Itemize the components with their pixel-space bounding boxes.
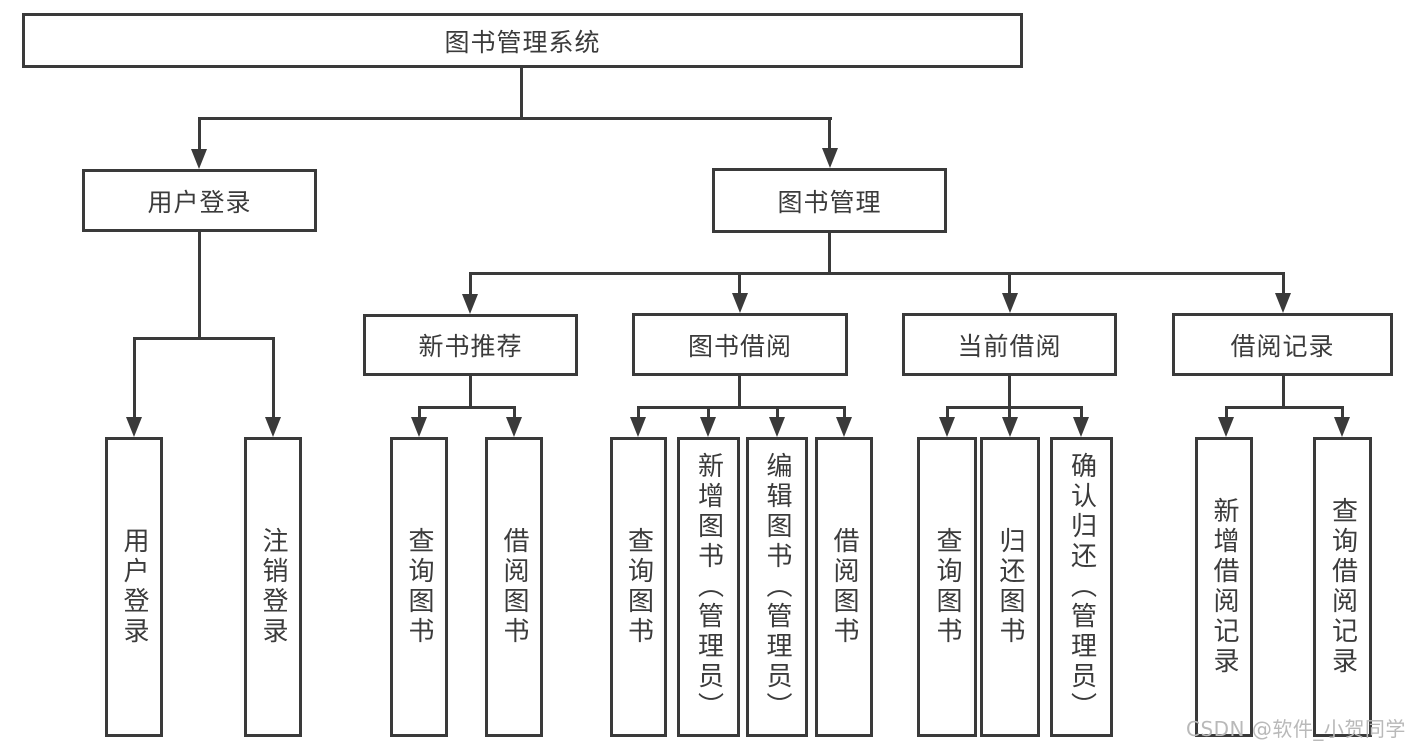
connector-borrow-record-rail — [1225, 406, 1344, 409]
connector-drop-current-borrow — [1008, 272, 1011, 297]
arrowhead-bb-add — [700, 417, 716, 437]
connector-drop-book-borrow — [738, 272, 741, 297]
node-book-mgmt-label: 图书管理 — [777, 187, 882, 217]
csdn-watermark: CSDN @软件_小贺同学 — [1186, 717, 1405, 741]
node-user-login: 用户登录 — [82, 169, 317, 232]
arrowhead-leaf-logout — [265, 417, 281, 437]
arrowhead-br-query — [1334, 417, 1350, 437]
connector-drop-cb-confirm — [1080, 406, 1083, 420]
leaf-bookborrow-add-label: 新增图书（管理员） — [693, 452, 724, 722]
connector-drop-user-login — [198, 117, 201, 153]
connector-drop-bb-borrow — [843, 406, 846, 420]
connector-drop-bb-add — [707, 406, 710, 420]
leaf-currentborrow-query-label: 查询图书 — [932, 527, 962, 647]
arrowhead-user-login — [191, 149, 207, 169]
arrowhead-cb-return — [1002, 417, 1018, 437]
connector-borrow-record-stem — [1282, 376, 1285, 409]
node-borrow-record: 借阅记录 — [1172, 313, 1393, 376]
connector-new-book-stem — [469, 376, 472, 409]
arrowhead-br-add — [1218, 417, 1234, 437]
connector-book-mgmt-stem — [828, 233, 831, 275]
leaf-user-login: 用户登录 — [105, 437, 163, 737]
connector-drop-nb-query — [418, 406, 421, 420]
node-root-label: 图书管理系统 — [444, 27, 601, 57]
arrowhead-current-borrow — [1002, 293, 1018, 313]
connector-drop-bb-edit — [776, 406, 779, 420]
leaf-newbook-borrow: 借阅图书 — [485, 437, 543, 737]
node-book-mgmt: 图书管理 — [712, 168, 947, 233]
arrowhead-new-book — [462, 294, 478, 314]
node-book-borrow: 图书借阅 — [632, 313, 848, 376]
arrowhead-cb-confirm — [1073, 417, 1089, 437]
leaf-currentborrow-query: 查询图书 — [917, 437, 977, 737]
connector-level2-rail — [198, 117, 832, 120]
connector-level3-rail — [469, 272, 1285, 275]
leaf-currentborrow-return-label: 归还图书 — [995, 527, 1025, 647]
leaf-currentborrow-return: 归还图书 — [980, 437, 1040, 737]
leaf-bookborrow-edit-label: 编辑图书（管理员） — [762, 452, 792, 722]
arrowhead-cb-query — [939, 417, 955, 437]
connector-root-stem — [520, 68, 523, 120]
connector-current-borrow-rail — [946, 406, 1083, 409]
leaf-bookborrow-borrow-label: 借阅图书 — [829, 527, 859, 647]
connector-drop-cb-query — [946, 406, 949, 420]
leaf-record-query-label: 查询借阅记录 — [1327, 497, 1358, 677]
connector-current-borrow-stem — [1008, 376, 1011, 409]
node-current-borrow-label: 当前借阅 — [957, 331, 1062, 361]
leaf-currentborrow-confirm: 确认归还（管理员） — [1050, 437, 1113, 737]
arrowhead-book-borrow — [732, 293, 748, 313]
leaf-user-login-label: 用户登录 — [119, 527, 149, 647]
connector-drop-bb-query — [637, 406, 640, 420]
leaf-record-add: 新增借阅记录 — [1195, 437, 1253, 737]
arrowhead-bb-edit — [769, 417, 785, 437]
arrowhead-book-mgmt — [822, 148, 838, 168]
leaf-newbook-borrow-label: 借阅图书 — [499, 527, 529, 647]
leaf-currentborrow-confirm-label: 确认归还（管理员） — [1066, 452, 1097, 722]
node-root: 图书管理系统 — [22, 13, 1023, 68]
arrowhead-bb-query — [630, 417, 646, 437]
connector-book-borrow-stem — [738, 376, 741, 409]
arrowhead-nb-query — [411, 417, 427, 437]
connector-drop-book-mgmt — [828, 117, 831, 153]
leaf-logout-label: 注销登录 — [258, 527, 288, 647]
connector-user-login-stem — [198, 232, 201, 340]
node-new-book: 新书推荐 — [363, 314, 578, 376]
leaf-bookborrow-edit: 编辑图书（管理员） — [746, 437, 808, 737]
leaf-bookborrow-add: 新增图书（管理员） — [677, 437, 740, 737]
leaf-newbook-query-label: 查询图书 — [404, 527, 434, 647]
connector-drop-leaf-user-login — [133, 337, 136, 419]
arrowhead-nb-borrow — [506, 417, 522, 437]
arrowhead-leaf-user-login — [126, 417, 142, 437]
node-new-book-label: 新书推荐 — [418, 332, 523, 361]
connector-drop-cb-return — [1008, 406, 1011, 420]
leaf-newbook-query: 查询图书 — [390, 437, 448, 737]
connector-new-book-rail — [418, 406, 516, 409]
leaf-record-add-label: 新增借阅记录 — [1209, 497, 1239, 677]
connector-drop-br-query — [1341, 406, 1344, 420]
leaf-logout: 注销登录 — [244, 437, 302, 737]
connector-drop-nb-borrow — [513, 406, 516, 420]
leaf-bookborrow-borrow: 借阅图书 — [815, 437, 873, 737]
node-book-borrow-label: 图书借阅 — [687, 331, 792, 361]
connector-user-login-rail — [133, 337, 275, 340]
node-current-borrow: 当前借阅 — [902, 313, 1117, 376]
connector-drop-leaf-logout — [272, 337, 275, 419]
node-borrow-record-label: 借阅记录 — [1230, 331, 1335, 361]
arrowhead-bb-borrow — [836, 417, 852, 437]
leaf-bookborrow-query: 查询图书 — [610, 437, 667, 737]
connector-drop-br-add — [1225, 406, 1228, 420]
connector-book-borrow-rail — [637, 406, 846, 409]
connector-drop-borrow-record — [1282, 272, 1285, 297]
connector-drop-new-book — [469, 272, 472, 297]
arrowhead-borrow-record — [1275, 293, 1291, 313]
leaf-bookborrow-query-label: 查询图书 — [623, 527, 654, 647]
node-user-login-label: 用户登录 — [147, 187, 252, 217]
leaf-record-query: 查询借阅记录 — [1313, 437, 1372, 737]
